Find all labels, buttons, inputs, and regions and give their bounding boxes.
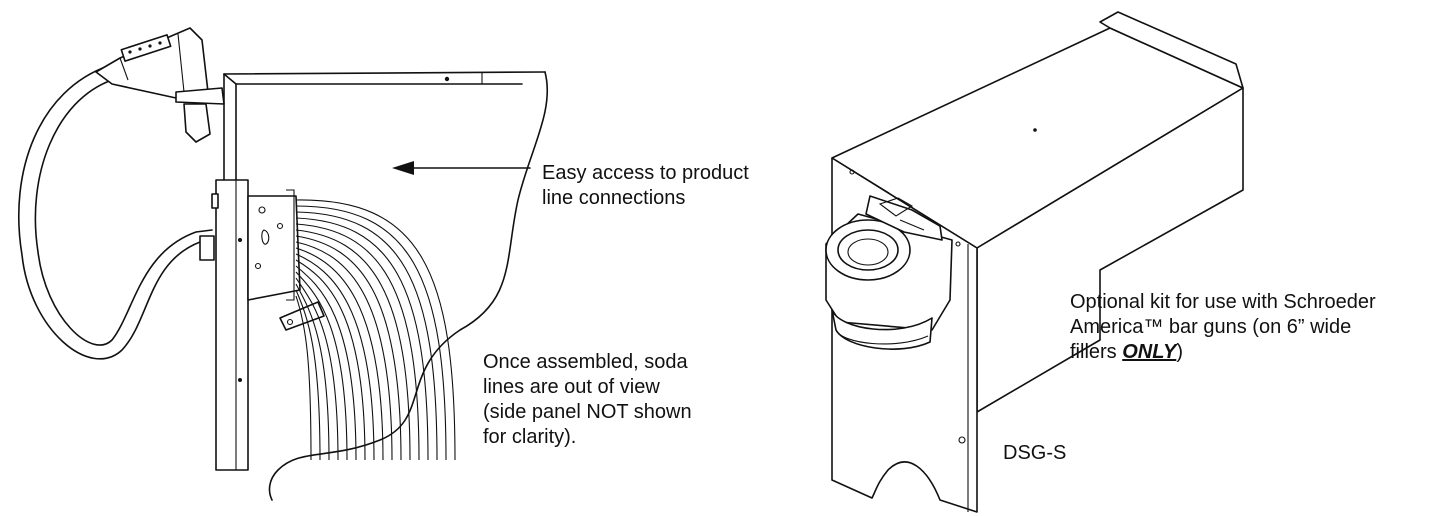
assembled-note-line-3: (side panel NOT shown [483, 401, 692, 423]
gun-holder-cup [825, 195, 953, 350]
left-assembly-drawing [18, 27, 549, 501]
right-dsg-s-drawing [825, 11, 1244, 513]
assembled-note-line-1: Once assembled, soda [483, 351, 688, 373]
kit-note-line-3-prefix: fillers [1070, 341, 1123, 363]
soda-lines-bundle [295, 199, 456, 461]
kit-note: Optional kit for use with Schroeder Amer… [1070, 290, 1376, 365]
access-callout: Easy access to product line connections [542, 161, 749, 211]
cutaway-edge [268, 71, 549, 501]
model-label: DSG-S [1003, 442, 1067, 464]
kit-note-line-3: fillers ONLY) [1070, 340, 1376, 365]
assembled-note-line-2: lines are out of view [483, 376, 660, 398]
access-callout-line-1: Easy access to product [542, 162, 749, 184]
frame-panel [199, 71, 546, 471]
access-arrow [392, 161, 531, 175]
bar-gun-head [95, 27, 225, 143]
kit-note-line-1: Optional kit for use with Schroeder [1070, 291, 1376, 313]
access-callout-line-2: line connections [542, 187, 686, 209]
assembled-note: Once assembled, soda lines are out of vi… [483, 350, 692, 450]
soda-gun-hose [18, 65, 213, 360]
assembled-note-line-4: for clarity). [483, 426, 577, 448]
kit-note-line-2: America™ bar guns (on 6” wide [1070, 316, 1352, 338]
rear-flange [1099, 11, 1244, 89]
kit-note-emphasis: ONLY [1122, 341, 1177, 363]
manifold-block [247, 189, 325, 331]
kit-note-line-3-suffix: ) [1176, 341, 1183, 363]
